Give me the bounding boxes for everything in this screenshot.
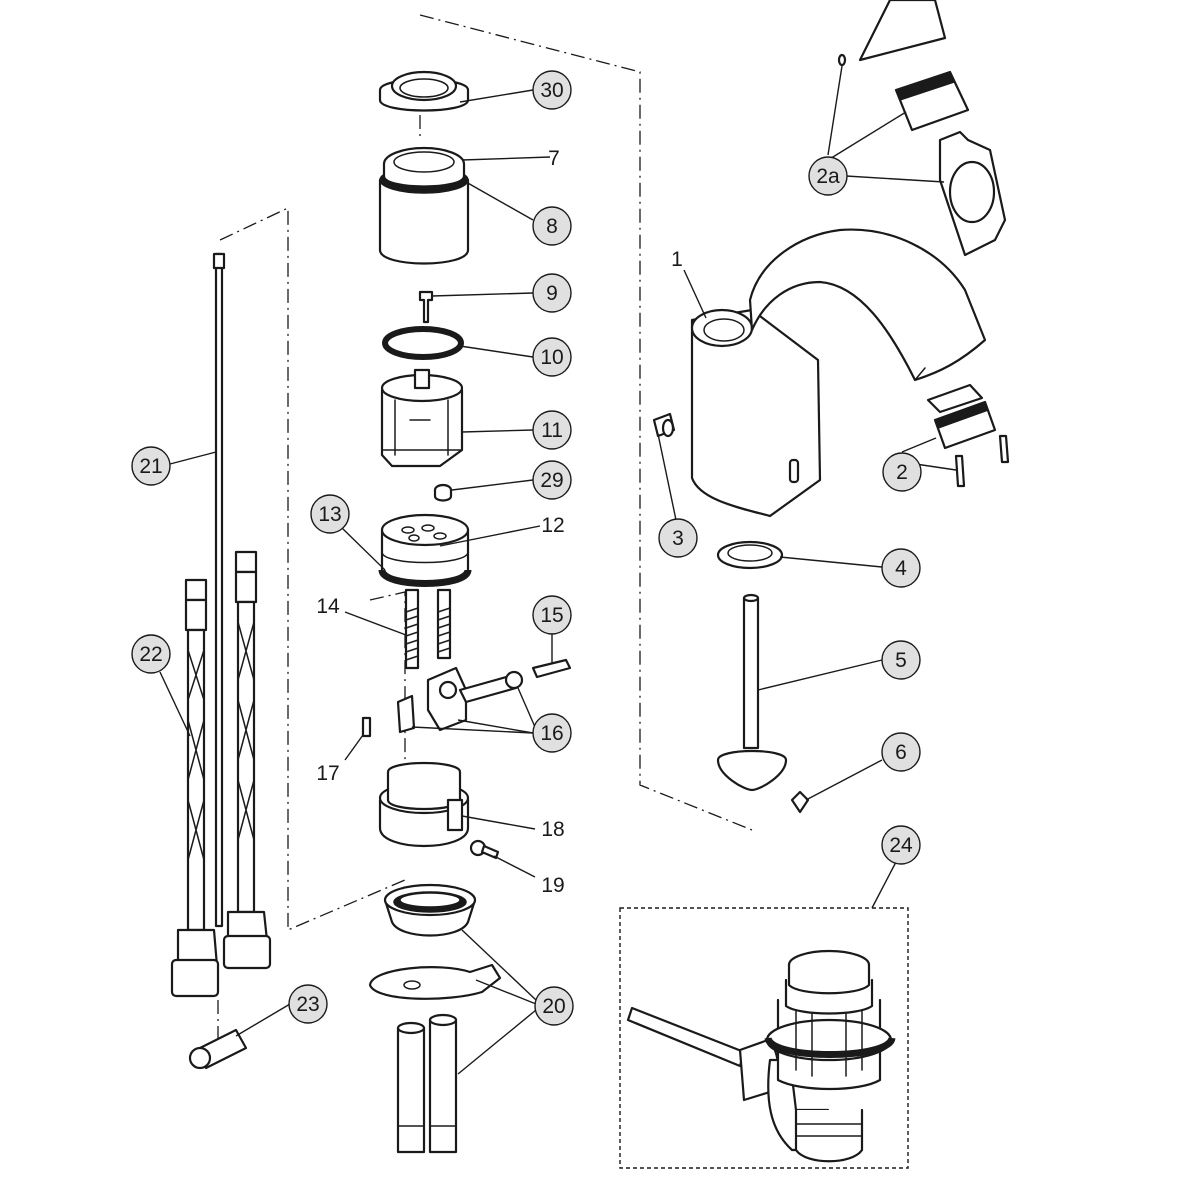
label-7: 7	[548, 147, 560, 170]
part-16-lever-coupling	[396, 666, 524, 734]
part-12-13-base-plate	[378, 513, 472, 587]
label-20: 20	[542, 995, 565, 1018]
callout-11: 11	[532, 410, 572, 450]
callout-16: 16	[532, 713, 572, 753]
callout-20: 20	[534, 986, 574, 1026]
callout-2: 2	[882, 452, 922, 492]
label-5: 5	[895, 649, 907, 672]
part-18-collar	[378, 761, 470, 848]
label-4: 4	[895, 557, 907, 580]
callout-9: 9	[532, 273, 572, 313]
label-1: 1	[671, 248, 683, 271]
leader-lines	[159, 65, 957, 1075]
part-1-tap-body	[690, 228, 987, 518]
part-14-studs	[404, 588, 452, 670]
part-20-mounting-kit	[368, 883, 502, 1154]
part-2-aerator-set	[926, 383, 1010, 488]
part-22-flex-hoses	[170, 550, 272, 998]
label-22: 22	[139, 643, 162, 666]
part-4-washer	[716, 540, 784, 570]
callout-21: 21	[131, 446, 171, 486]
label-13: 13	[318, 503, 341, 526]
label-29: 29	[540, 469, 563, 492]
callout-22: 22	[131, 634, 171, 674]
part-10-o-ring	[382, 326, 464, 360]
label-12: 12	[541, 514, 564, 537]
callout-23: 23	[288, 984, 328, 1024]
callout-5: 5	[881, 640, 921, 680]
part-3-plug	[652, 412, 676, 438]
callout-29: 29	[532, 460, 572, 500]
callout-2a: 2a	[808, 156, 848, 196]
callout-13: 13	[310, 494, 350, 534]
label-24: 24	[889, 834, 913, 857]
label-11: 11	[541, 419, 563, 442]
label-18: 18	[541, 818, 564, 841]
label-19: 19	[541, 874, 564, 897]
part-15-pin	[531, 658, 572, 679]
label-3: 3	[672, 527, 684, 550]
label-6: 6	[895, 741, 907, 764]
callout-24: 24	[881, 825, 921, 865]
part-24-waste-set	[619, 907, 909, 1169]
callout-3: 3	[658, 518, 698, 558]
callout-8: 8	[532, 206, 572, 246]
label-17: 17	[316, 762, 339, 785]
part-7-8-sleeve	[378, 146, 470, 265]
label-9: 9	[546, 282, 558, 305]
callout-4: 4	[881, 548, 921, 588]
part-11-cartridge	[380, 368, 464, 468]
label-30: 30	[540, 79, 563, 102]
label-2a: 2a	[816, 165, 840, 188]
callout-15: 15	[532, 595, 572, 635]
label-23: 23	[296, 993, 319, 1016]
callout-30: 30	[532, 70, 572, 110]
part-2a-aerator-set	[837, 0, 1007, 257]
label-10: 10	[540, 346, 563, 369]
part-30-trim-ring	[378, 70, 470, 112]
part-17-small-pin	[361, 716, 372, 738]
callout-10: 10	[532, 337, 572, 377]
label-16: 16	[540, 722, 563, 745]
part-19-screw	[469, 839, 500, 860]
part-6-small-plug	[790, 790, 810, 814]
part-23-adapter	[188, 1028, 248, 1070]
label-8: 8	[546, 215, 558, 238]
label-14: 14	[316, 595, 340, 618]
callout-6: 6	[881, 732, 921, 772]
label-2: 2	[896, 461, 908, 484]
part-5-pop-up-rod	[716, 593, 788, 792]
part-21-drain-rod	[212, 252, 226, 928]
part-29-nut	[433, 483, 453, 502]
label-21: 21	[139, 455, 162, 478]
part-9-screw	[418, 290, 434, 324]
label-15: 15	[540, 604, 563, 627]
